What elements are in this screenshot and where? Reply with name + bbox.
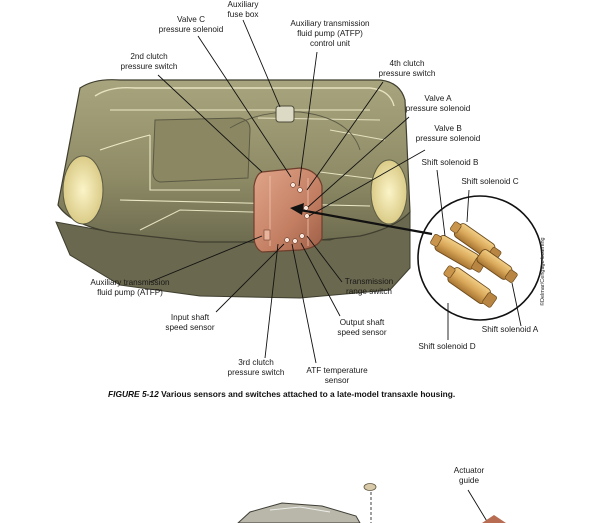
figure-caption-text: Various sensors and switches attached to… <box>161 389 456 399</box>
detail-pointer-arrow <box>290 203 433 236</box>
label-atf-temperature-sensor: ATF temperature sensor <box>306 366 368 385</box>
label-2nd-clutch-pressure-switch: 2nd clutch pressure switch <box>120 52 178 71</box>
figure-number: FIGURE 5-12 <box>108 389 159 399</box>
leader-lines <box>149 19 522 364</box>
label-shift-solenoid-c: Shift solenoid C <box>461 177 519 186</box>
label-atfp-control-unit: Auxiliary transmission fluid pump (ATFP)… <box>290 19 370 48</box>
label-input-shaft-speed-sensor: Input shaft speed sensor <box>165 313 215 332</box>
label-auxiliary-fuse-box: Auxiliary fuse box <box>227 0 259 19</box>
label-transmission-range-switch: Transmission range switch <box>344 277 394 296</box>
label-valve-b-pressure-solenoid: Valve B pressure solenoid <box>415 124 481 143</box>
label-valve-a-pressure-solenoid: Valve A pressure solenoid <box>405 94 471 113</box>
actuator-illustration-partial <box>237 483 506 523</box>
label-3rd-clutch-pressure-switch: 3rd clutch pressure switch <box>227 358 285 377</box>
label-auxiliary-transmission-fluid-pump: Auxiliary transmission fluid pump (ATFP) <box>90 278 170 297</box>
label-shift-solenoid-d: Shift solenoid D <box>418 342 476 351</box>
image-credit: ©Delmar/Cengage Learning <box>540 237 546 306</box>
figure-caption: FIGURE 5-12 Various sensors and switches… <box>108 389 538 399</box>
label-valve-c-pressure-solenoid: Valve C pressure solenoid <box>158 15 224 34</box>
label-shift-solenoid-b: Shift solenoid B <box>421 158 479 167</box>
label-output-shaft-speed-sensor: Output shaft speed sensor <box>337 318 387 337</box>
label-actuator-guide: Actuator guide <box>453 466 485 485</box>
label-4th-clutch-pressure-switch: 4th clutch pressure switch <box>378 59 436 78</box>
solenoid-detail-circle <box>417 195 543 321</box>
valve-body <box>253 167 323 253</box>
label-shift-solenoid-a: Shift solenoid A <box>481 325 539 334</box>
